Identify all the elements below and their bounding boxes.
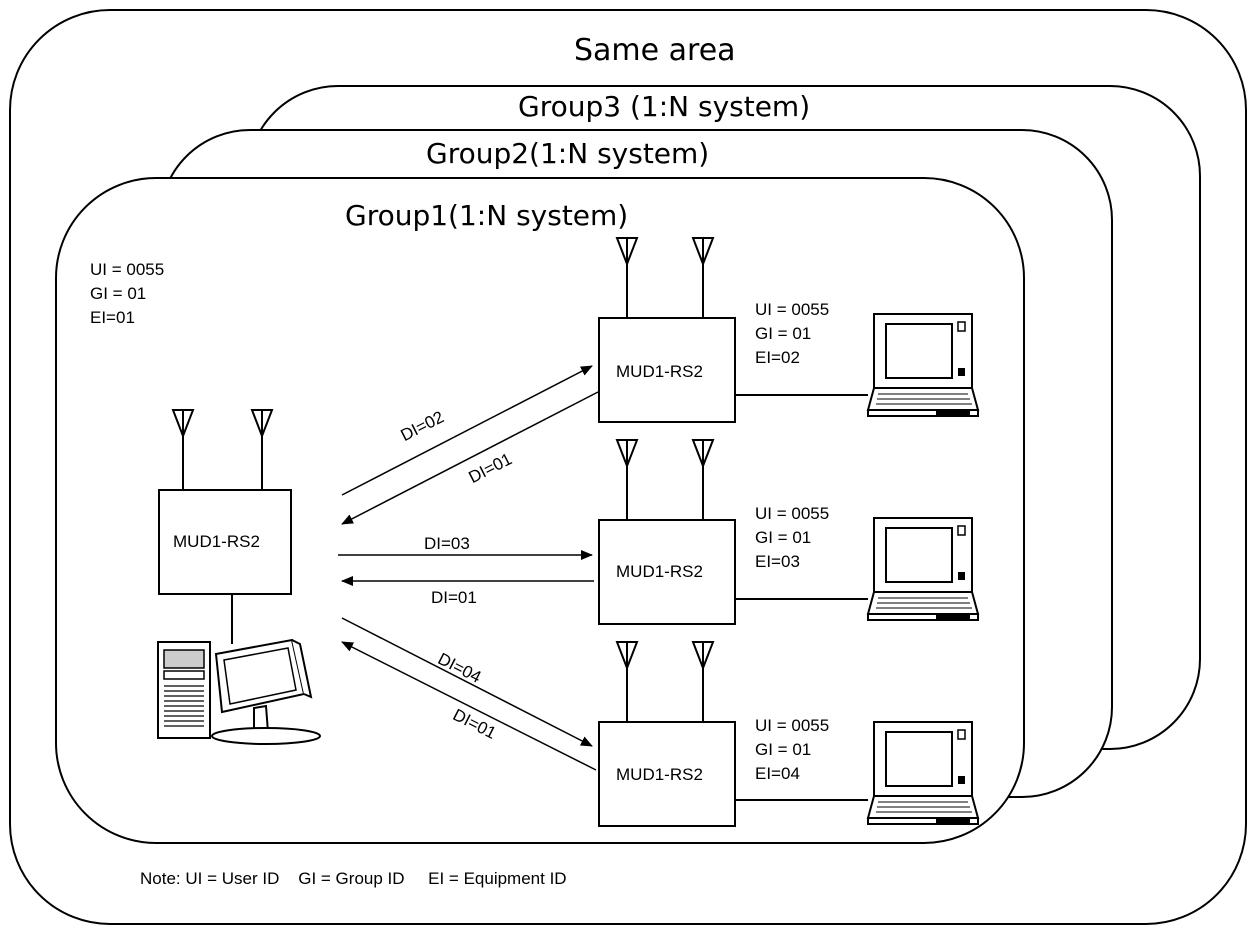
master-id-list: UI = 0055 GI = 01 EI=01 (90, 258, 164, 330)
slave3-device-label: MUD1-RS2 (616, 765, 703, 784)
slave2-group-id: GI = 01 (755, 528, 812, 547)
group3-title: Group3 (1:N system) (518, 90, 811, 123)
slave2-device-box (598, 519, 736, 625)
master-group-id: GI = 01 (90, 284, 147, 303)
slave1-user-id: UI = 0055 (755, 300, 830, 319)
master-user-id: UI = 0055 (90, 260, 165, 279)
master-device-label: MUD1-RS2 (173, 532, 260, 551)
slave3-user-id: UI = 0055 (755, 716, 830, 735)
slave2-id-list: UI = 0055 GI = 01 EI=03 (755, 502, 829, 574)
master-equipment-id: EI=01 (90, 308, 135, 327)
arrow-from-slave3 (341, 641, 597, 771)
legend-note: Note: UI = User ID GI = Group ID EI = Eq… (140, 869, 567, 888)
slave1-equipment-id: EI=02 (755, 348, 800, 367)
slave1-laptop-icon (867, 313, 979, 417)
slave2-equipment-id: EI=03 (755, 552, 800, 571)
master-device-box (158, 489, 292, 595)
slave3-group-id: GI = 01 (755, 740, 812, 759)
slave1-device-box (598, 317, 736, 423)
arrow-to-slave1 (341, 365, 593, 496)
arrow-from-slave1 (341, 391, 599, 525)
slave2-user-id: UI = 0055 (755, 504, 830, 523)
slave3-equipment-id: EI=04 (755, 764, 800, 783)
slave3-id-list: UI = 0055 GI = 01 EI=04 (755, 714, 829, 786)
link2-to-slave-label: DI=03 (424, 534, 470, 553)
group2-title: Group2(1:N system) (426, 137, 710, 170)
slave3-device-box (598, 721, 736, 827)
slave2-laptop-icon (867, 517, 979, 621)
arrow-to-slave3 (341, 617, 593, 747)
group1-title: Group1(1:N system) (345, 199, 629, 232)
slave2-device-label: MUD1-RS2 (616, 562, 703, 581)
desktop-pc-icon (157, 638, 321, 745)
link2-from-slave-label: DI=01 (431, 588, 477, 607)
slave1-group-id: GI = 01 (755, 324, 812, 343)
slave1-device-label: MUD1-RS2 (616, 362, 703, 381)
slave3-laptop-icon (867, 721, 979, 825)
area-title: Same area (574, 33, 736, 68)
slave1-id-list: UI = 0055 GI = 01 EI=02 (755, 298, 829, 370)
